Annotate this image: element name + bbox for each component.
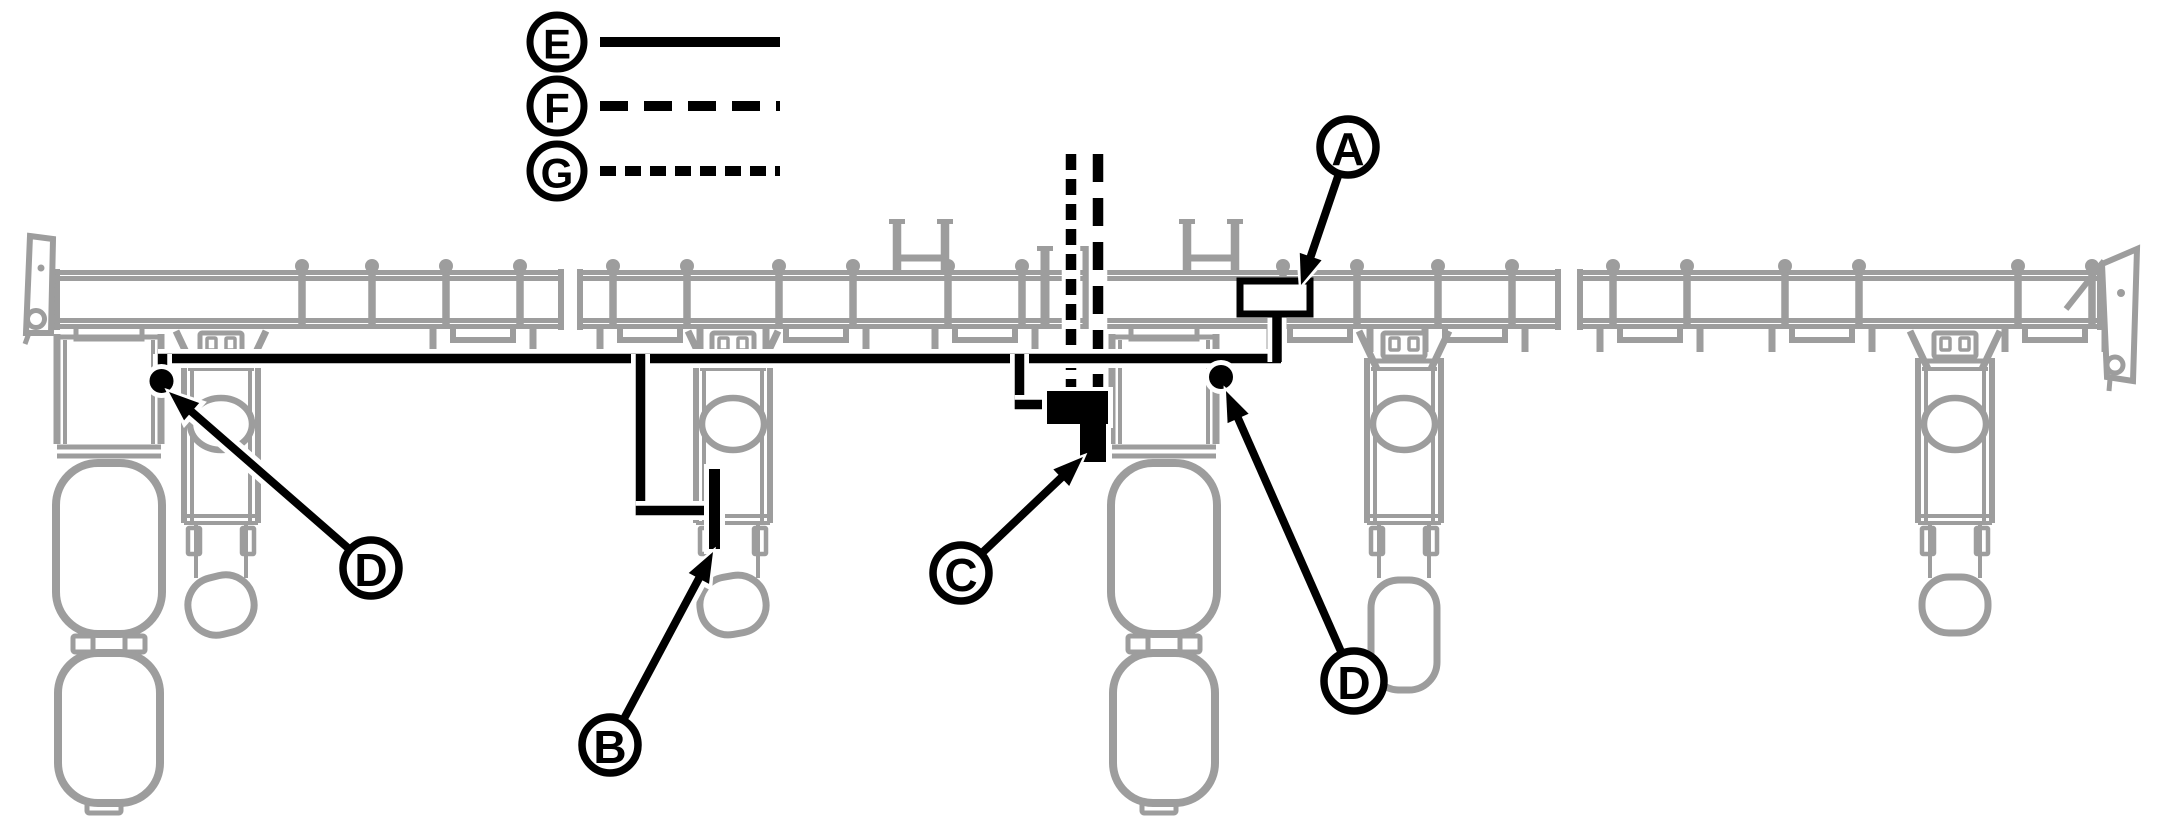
toolbar-post-cap xyxy=(2011,259,2025,273)
row-unit-wheel xyxy=(1918,573,1992,637)
callout-arrowhead-d xyxy=(1226,391,1249,424)
callout-arrowhead-b xyxy=(688,552,713,584)
callout-arrowhead-c xyxy=(1053,457,1083,487)
row-unit-disc xyxy=(698,394,768,454)
dual-wheel xyxy=(54,649,164,807)
dual-wheel xyxy=(1109,649,1219,807)
component-a-box xyxy=(1236,277,1314,318)
callout-arrowhead-a xyxy=(1299,252,1322,285)
component-b-drop xyxy=(709,469,720,549)
right-end-plate-ring xyxy=(2104,354,2126,376)
row-unit-mount-bolt xyxy=(1388,336,1401,352)
row-unit-mount-bolt xyxy=(1407,336,1420,352)
toolbar-post-cap xyxy=(1276,259,1290,273)
dual-wheel xyxy=(52,459,166,638)
callout-label-d: D xyxy=(1337,657,1370,709)
toolbar-post-cap xyxy=(513,259,527,273)
callout-arrow-a xyxy=(1306,172,1343,260)
mount-clamp xyxy=(952,329,1018,343)
toolbar-post-cap xyxy=(1778,259,1792,273)
row-unit-foot xyxy=(185,525,203,557)
callout-circle-d xyxy=(1320,647,1388,715)
row-unit-wheel xyxy=(184,571,258,639)
toolbar-post-cap xyxy=(1015,259,1029,273)
component-c-manifold xyxy=(1047,391,1108,424)
toolbar-post-cap xyxy=(772,259,786,273)
legend-label-e: E xyxy=(543,21,571,68)
row-unit-foot xyxy=(1368,525,1386,557)
legend-label-f: F xyxy=(544,85,570,132)
callout-arrow-d xyxy=(187,407,353,553)
callout-circle-c xyxy=(929,541,993,605)
toolbar-post-cap xyxy=(1606,259,1620,273)
toolbar-post-cap xyxy=(1350,259,1364,273)
left-end-plate-ring xyxy=(25,308,47,330)
toolbar-post-cap xyxy=(846,259,860,273)
connector-dot-left xyxy=(149,369,174,393)
legend-circle-f xyxy=(526,75,588,137)
callout-arrow-d xyxy=(1233,415,1346,656)
connector-dot-right xyxy=(1209,365,1233,389)
row-unit-wheel xyxy=(1367,576,1441,694)
callout-arrow-b xyxy=(619,574,704,723)
mount-clamp xyxy=(617,329,683,343)
mount-clamp xyxy=(1287,329,1353,343)
toolbar-post-cap xyxy=(365,259,379,273)
legend-circle-e xyxy=(526,11,588,73)
callout-circle-a xyxy=(1316,115,1380,179)
mount-clamp xyxy=(783,329,849,343)
callout-arrowhead-d xyxy=(169,392,200,421)
row-unit-foot xyxy=(1973,525,1991,557)
dual-foot xyxy=(1139,800,1179,816)
callout-circle-b xyxy=(578,713,642,777)
right-end-plate-foot xyxy=(2106,378,2113,392)
row-unit-foot xyxy=(1422,525,1440,557)
callout-arrow-c xyxy=(978,473,1066,557)
row-unit-foot xyxy=(239,525,257,557)
toolbar-post-cap xyxy=(680,259,694,273)
row-unit-disc xyxy=(1369,394,1439,454)
toolbar-post-cap xyxy=(606,259,620,273)
legend-circle-g xyxy=(526,140,588,202)
left-end-plate-pin xyxy=(37,264,45,272)
row-unit-foot xyxy=(1919,525,1937,557)
row-unit-foot xyxy=(751,525,769,557)
right-end-plate-brace xyxy=(2063,259,2107,311)
toolbar-post-cap xyxy=(1505,259,1519,273)
toolbar-post-cap xyxy=(1431,259,1445,273)
left-end-plate-foot xyxy=(22,332,32,345)
row-unit-disc xyxy=(186,394,256,454)
callout-label-b: B xyxy=(593,721,626,773)
toolbar-post-cap xyxy=(295,259,309,273)
row-unit-wheel xyxy=(696,571,770,639)
mount-clamp xyxy=(1617,329,1683,343)
dual-wheel xyxy=(1107,459,1221,638)
right-end-plate xyxy=(2098,244,2141,385)
toolbar-post-cap xyxy=(439,259,453,273)
row-unit-disc xyxy=(1920,394,1990,454)
mount-clamp xyxy=(1789,329,1855,343)
mount-clamp xyxy=(2022,329,2088,343)
legend-label-g: G xyxy=(541,150,574,197)
callout-label-d: D xyxy=(354,544,387,596)
toolbar-post-cap xyxy=(1852,259,1866,273)
dual-foot xyxy=(84,800,124,816)
right-end-plate-pin xyxy=(2117,289,2125,297)
toolbar-post-cap xyxy=(1680,259,1694,273)
row-unit-mount-bolt xyxy=(1958,336,1971,352)
mount-clamp xyxy=(450,329,516,343)
row-unit-mount-bolt xyxy=(1939,336,1952,352)
callout-label-a: A xyxy=(1331,123,1364,175)
callout-circle-d xyxy=(339,536,403,600)
callout-label-c: C xyxy=(944,549,977,601)
